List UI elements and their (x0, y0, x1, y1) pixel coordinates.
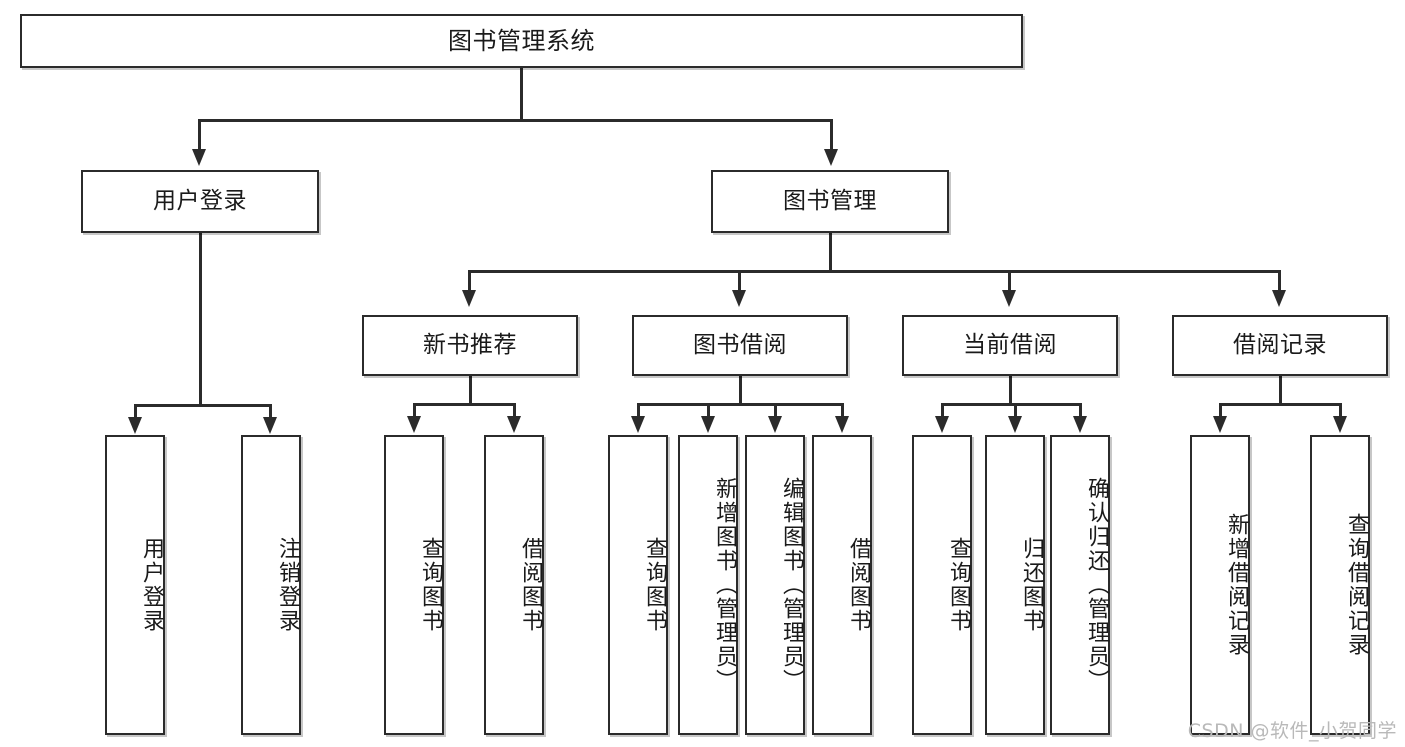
arrow-leaf-query-book-3 (935, 416, 949, 433)
arrow-leaf-query-book-1 (407, 416, 421, 433)
edge-br-drop-1 (1219, 403, 1222, 417)
node-leaf-user-login[interactable]: 用户登录 (105, 435, 165, 735)
node-root-label: 图书管理系统 (448, 26, 595, 55)
arrow-leaf-borrow-book-2 (835, 416, 849, 433)
node-leaf-edit-book-label: 编辑图书（管理员） (779, 477, 804, 693)
edge-bb-stem (739, 376, 742, 404)
edge-cb-drop-2 (1014, 403, 1017, 417)
node-leaf-add-record[interactable]: 新增借阅记录 (1190, 435, 1250, 735)
edge-nbr-drop-2 (513, 403, 516, 417)
edge-nbr-stem (469, 376, 472, 404)
node-leaf-query-book-1-label: 查询图书 (418, 537, 443, 633)
arrow-leaf-add-book (701, 416, 715, 433)
node-leaf-return-book-label: 归还图书 (1019, 537, 1044, 633)
edge-book-manage-stem (829, 233, 832, 271)
arrow-leaf-borrow-book-1 (507, 416, 521, 433)
node-leaf-query-book-3-label: 查询图书 (946, 537, 971, 633)
node-current-borrow-label: 当前借阅 (963, 331, 1057, 358)
edge-cb-drop-3 (1079, 403, 1082, 417)
arrow-current-borrow (1002, 290, 1016, 307)
edge-bm-drop-3 (1008, 270, 1011, 292)
edge-bb-bus (637, 403, 843, 406)
node-leaf-edit-book[interactable]: 编辑图书（管理员） (745, 435, 805, 735)
node-new-book-recommend-label: 新书推荐 (423, 331, 517, 358)
node-leaf-borrow-book-1-label: 借阅图书 (518, 537, 543, 633)
node-root[interactable]: 图书管理系统 (20, 14, 1023, 68)
node-leaf-confirm-return-label: 确认归还（管理员） (1084, 477, 1109, 693)
node-leaf-return-book[interactable]: 归还图书 (985, 435, 1045, 735)
node-leaf-logout[interactable]: 注销登录 (241, 435, 301, 735)
edge-cb-drop-1 (941, 403, 944, 417)
node-book-manage-label: 图书管理 (783, 187, 877, 214)
edge-bm-drop-2 (738, 270, 741, 292)
edge-root-stem (520, 68, 523, 120)
arrow-leaf-user-login (128, 417, 142, 434)
watermark-text: CSDN @软件_小贺同学 (1187, 720, 1397, 742)
arrow-leaf-query-book-2 (631, 416, 645, 433)
edge-user-login-bus (134, 404, 271, 407)
edge-nbr-drop-1 (413, 403, 416, 417)
node-current-borrow[interactable]: 当前借阅 (902, 315, 1118, 376)
node-leaf-confirm-return[interactable]: 确认归还（管理员） (1050, 435, 1110, 735)
arrow-book-borrow (732, 290, 746, 307)
node-user-login-label: 用户登录 (153, 187, 247, 214)
arrow-leaf-add-record (1213, 416, 1227, 433)
arrow-book-manage (824, 149, 838, 166)
node-borrow-record[interactable]: 借阅记录 (1172, 315, 1388, 376)
node-borrow-record-label: 借阅记录 (1233, 331, 1327, 358)
arrow-new-book-recommend (462, 290, 476, 307)
edge-bb-drop-4 (841, 403, 844, 417)
arrow-borrow-record (1272, 290, 1286, 307)
node-leaf-query-record[interactable]: 查询借阅记录 (1310, 435, 1370, 735)
edge-root-to-user-login (198, 119, 201, 149)
node-leaf-add-book-label: 新增图书（管理员） (712, 477, 737, 693)
edge-user-login-drop-2 (269, 404, 272, 419)
edge-br-drop-2 (1339, 403, 1342, 417)
edge-br-bus (1219, 403, 1340, 406)
node-book-manage[interactable]: 图书管理 (711, 170, 949, 233)
node-user-login[interactable]: 用户登录 (81, 170, 319, 233)
edge-bb-drop-1 (637, 403, 640, 417)
node-leaf-query-book-2-label: 查询图书 (642, 537, 667, 633)
edge-cb-stem (1009, 376, 1012, 404)
edge-book-manage-bus (468, 270, 1280, 273)
node-leaf-borrow-book-2-label: 借阅图书 (846, 537, 871, 633)
arrow-leaf-logout (263, 417, 277, 434)
node-new-book-recommend[interactable]: 新书推荐 (362, 315, 578, 376)
arrow-leaf-confirm-return (1073, 416, 1087, 433)
edge-bb-drop-2 (707, 403, 710, 417)
arrow-leaf-return-book (1008, 416, 1022, 433)
node-leaf-query-record-label: 查询借阅记录 (1344, 513, 1369, 657)
edge-user-login-stem (199, 233, 202, 405)
node-leaf-add-record-label: 新增借阅记录 (1224, 513, 1249, 657)
edge-user-login-drop-1 (134, 404, 137, 419)
edge-br-stem (1279, 376, 1282, 404)
edge-cb-bus (941, 403, 1081, 406)
node-leaf-logout-label: 注销登录 (275, 537, 300, 633)
edge-root-bus (198, 119, 832, 122)
edge-bb-drop-3 (774, 403, 777, 417)
node-leaf-query-book-1[interactable]: 查询图书 (384, 435, 444, 735)
arrow-leaf-edit-book (768, 416, 782, 433)
edge-nbr-bus (413, 403, 514, 406)
node-leaf-query-book-3[interactable]: 查询图书 (912, 435, 972, 735)
node-leaf-borrow-book-2[interactable]: 借阅图书 (812, 435, 872, 735)
arrow-user-login (192, 149, 206, 166)
edge-bm-drop-1 (468, 270, 471, 292)
edge-root-to-book-manage (830, 119, 833, 149)
node-leaf-user-login-label: 用户登录 (139, 537, 164, 633)
arrow-leaf-query-record (1333, 416, 1347, 433)
node-leaf-add-book[interactable]: 新增图书（管理员） (678, 435, 738, 735)
node-book-borrow[interactable]: 图书借阅 (632, 315, 848, 376)
edge-bm-drop-4 (1278, 270, 1281, 292)
node-leaf-borrow-book-1[interactable]: 借阅图书 (484, 435, 544, 735)
node-book-borrow-label: 图书借阅 (693, 331, 787, 358)
node-leaf-query-book-2[interactable]: 查询图书 (608, 435, 668, 735)
